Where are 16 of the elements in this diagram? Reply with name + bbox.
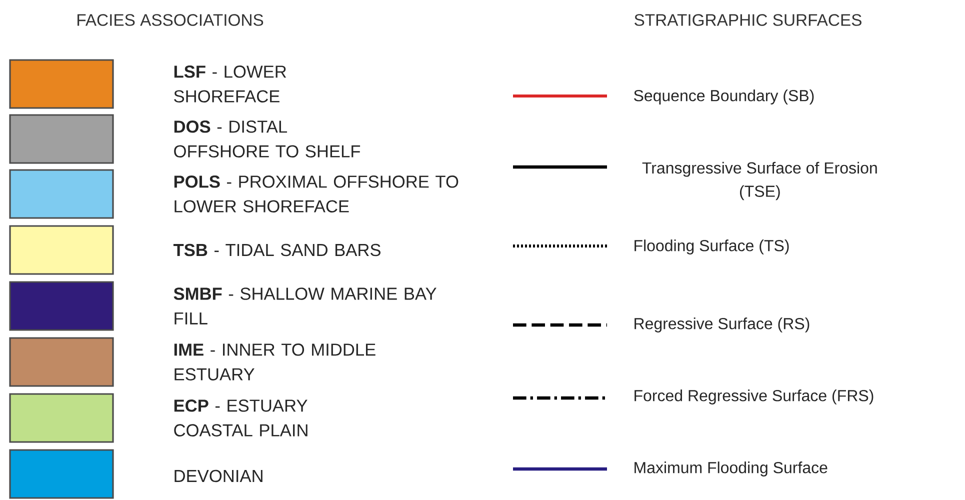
legend-label: Flooding Surface (TS) <box>634 240 789 254</box>
legend-label: ECP - ESTUARY COASTAL PLAIN <box>174 400 308 436</box>
heading: STRATIGRAPHIC SURFACES <box>634 14 862 26</box>
legend-label: Forced Regressive Surface (FRS) <box>634 390 874 404</box>
heading: FACIES ASSOCIATIONS <box>78 14 264 26</box>
legend-label: DEVONIAN <box>174 470 262 482</box>
legend-label: Regressive Surface (RS) <box>634 318 810 332</box>
legend-label: POLS - PROXIMAL OFFSHORE TO LOWER SHOREFACE <box>174 176 458 212</box>
legend-label: DOS - DISTAL OFFSHORE TO SHELF <box>174 120 360 158</box>
legend-label: Maximum Flooding Surface <box>634 462 828 476</box>
legend-label: IME - INNER TO MIDDLE ESTUARY <box>174 344 376 380</box>
legend-label: Transgressive Surface of Erosion (TSE) <box>642 162 877 200</box>
legend-label: SMBF - SHALLOW MARINE BAY FILL <box>174 288 436 324</box>
legend-label: LSF - LOWER SHOREFACE <box>174 66 286 102</box>
legend-label: Sequence Boundary (SB) <box>634 90 814 104</box>
legend-label: TSB - TIDAL SAND BARS <box>173 244 380 256</box>
